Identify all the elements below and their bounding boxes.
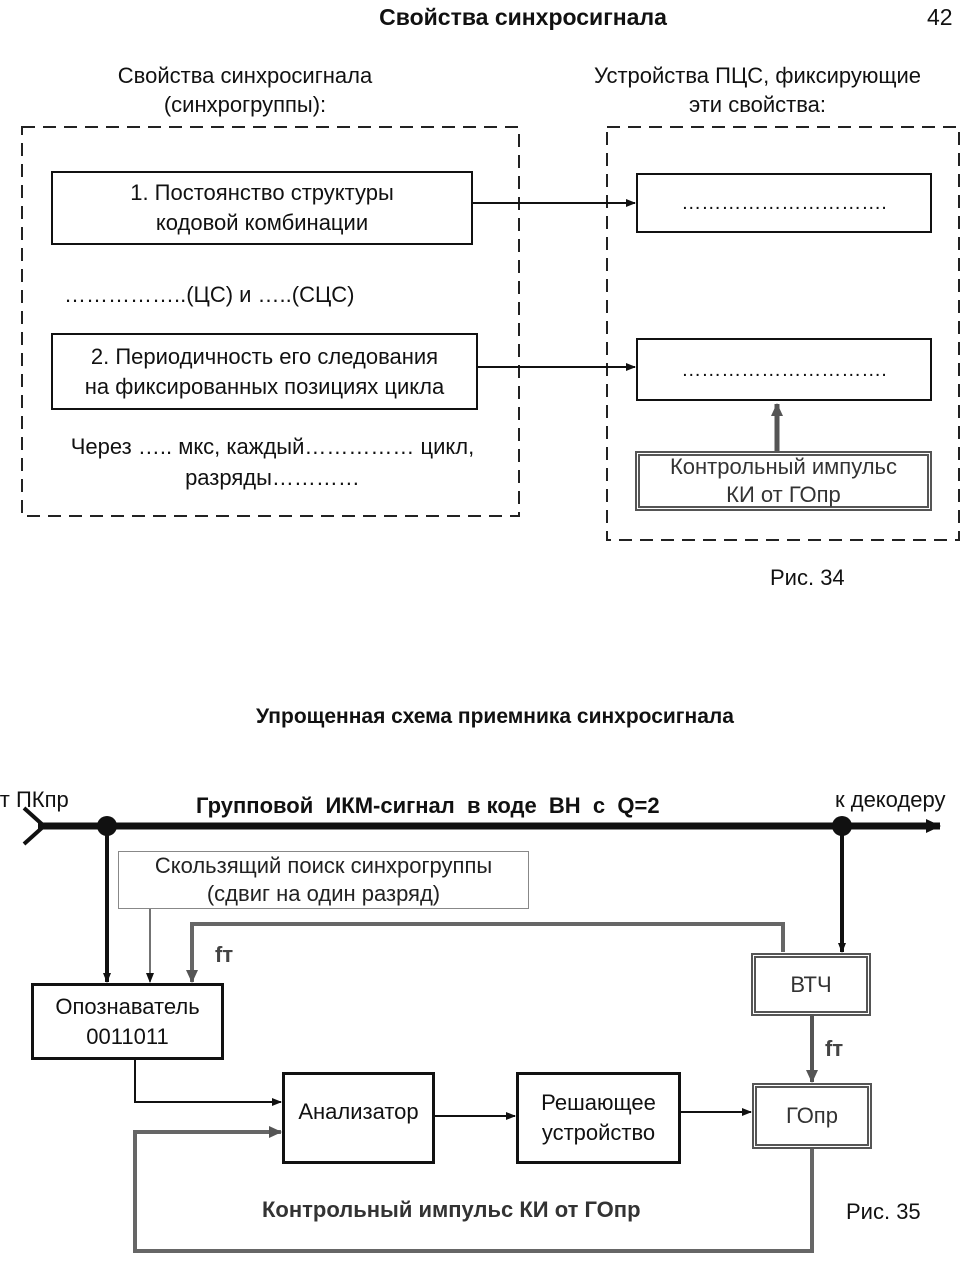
recognizer-line2: 0011011 [86,1023,169,1049]
ft-label-1: fт [215,942,234,967]
property-2-box: 2. Периодичность его следования на фикси… [51,333,478,410]
recognizer-to-analyzer [134,1060,282,1106]
period-text-line2: разряды………… [185,465,360,490]
recognizer-line1: Опознаватель [55,993,200,1019]
device-1-box: …………………………. [636,173,932,233]
page-title: Свойства синхросигнала [379,4,667,30]
fig35-title: Упрощенная схема приемника синхросигнала [256,705,734,728]
device-1-dots: …………………………. [681,192,887,214]
ft-label-2: fт [825,1036,844,1061]
control-pulse-box: Контрольный импульс КИ от ГОпр [635,451,932,511]
decider-box: Решающее устройство [516,1072,681,1164]
left-dashed-frame [21,126,520,517]
feedback-label: Контрольный импульс КИ от ГОпр [262,1197,641,1222]
search-line2: (сдвиг на один разряд) [206,881,441,906]
gopr-label: ГОпр [786,1103,838,1128]
search-line1: Скользящий поиск синхрогруппы [154,853,493,878]
page-number: 42 [927,4,953,30]
device-2-box: …………………………. [636,338,932,401]
right-dashed-frame [606,126,960,541]
fig34-caption: Рис. 34 [770,565,845,590]
fig35-caption: Рис. 35 [846,1199,921,1224]
left-heading-line1: Свойства синхросигнала [117,63,373,88]
control-pulse-line2: КИ от ГОпр [726,482,841,507]
vtch-label: ВТЧ [790,971,832,997]
right-heading: Устройства ПЦС, фиксирующие эти свойства… [560,61,955,119]
control-pulse-line1: Контрольный импульс [669,454,898,479]
property-1-line2: кодовой комбинации [155,210,369,235]
decider-line1: Решающее [541,1090,656,1115]
period-text-line1: Через ….. мкс, каждый…………… цикл, [70,434,475,459]
analyzer-box: Анализатор [282,1072,435,1164]
signal-label: Групповой ИКМ-сигнал в коде ВН с Q=2 [196,793,660,818]
left-heading-line2: (синхрогруппы): [163,92,327,117]
feedback-loop [133,1126,814,1253]
device-2-dots: …………………………. [681,358,887,381]
analyzer-label: Анализатор [298,1099,419,1124]
property-1-box: 1. Постоянство структуры кодовой комбина… [51,171,473,245]
vtch-box: ВТЧ [751,953,871,1016]
decider-line2: устройство [541,1120,656,1145]
to-label: к декодеру [835,787,946,812]
right-heading-line2: эти свойства: [688,92,827,117]
search-box: Скользящий поиск синхрогруппы (сдвиг на … [118,851,529,909]
property-2-line2: на фиксированных позициях цикла [84,373,445,399]
left-heading: Свойства синхросигнала (синхрогруппы): [60,61,430,119]
period-text: Через ….. мкс, каждый…………… цикл, разряды… [30,431,515,493]
property-1-line1: 1. Постоянство структуры [130,180,394,205]
right-heading-line1: Устройства ПЦС, фиксирующие [593,63,922,88]
from-label: от ПКпр [0,787,69,812]
ft-line-vtch-to-recognizer [186,922,785,983]
property-2-line1: 2. Периодичность его следования [90,343,439,369]
recognizer-box: Опознаватель 0011011 [31,983,224,1060]
between-text: ……………..(ЦС) и …..(СЦС) [64,282,355,307]
gopr-box: ГОпр [752,1083,872,1149]
